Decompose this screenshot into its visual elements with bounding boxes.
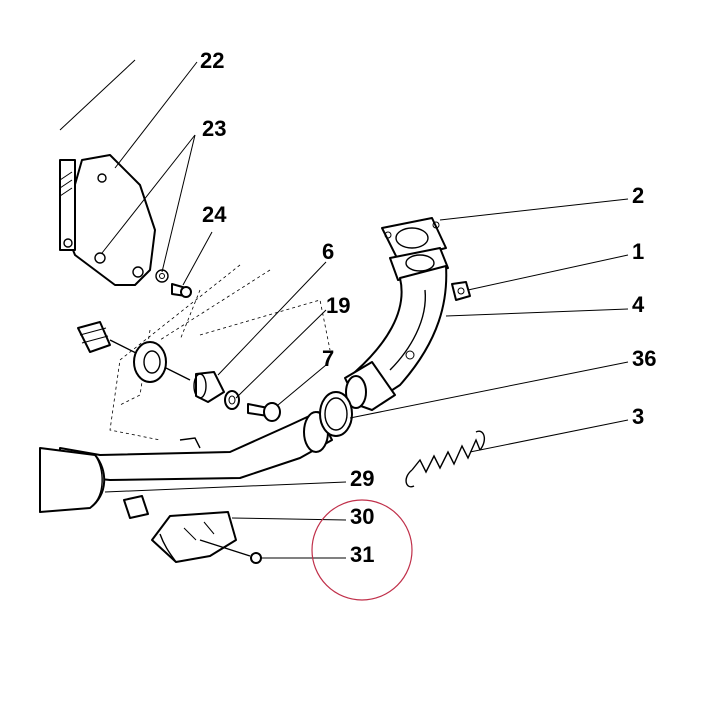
silencer-body <box>39 447 106 513</box>
label-29: 29 <box>350 466 374 491</box>
label-22: 22 <box>200 48 224 73</box>
part-labels: 22 23 24 2 1 6 19 4 7 36 3 29 30 31 <box>200 48 656 567</box>
label-2: 2 <box>632 183 644 208</box>
spring-3 <box>405 430 486 488</box>
spacer-6 <box>193 371 225 403</box>
label-23: 23 <box>202 116 226 141</box>
label-24: 24 <box>202 202 227 227</box>
washer-19 <box>224 390 240 410</box>
label-6: 6 <box>322 239 334 264</box>
clip-29 <box>123 495 149 519</box>
nut-1 <box>451 281 471 301</box>
mount-sleeve <box>133 341 167 383</box>
label-30: 30 <box>350 504 374 529</box>
bolt-7 <box>247 402 281 422</box>
screw-31 <box>199 539 262 564</box>
engine-outline-dashed <box>109 264 331 441</box>
leader-lines-right <box>104 198 629 559</box>
exhaust-manifold-pipe <box>354 265 448 399</box>
leader-offpage <box>59 59 136 131</box>
label-19: 19 <box>326 293 350 318</box>
manifold-outlet-sleeve <box>344 361 396 411</box>
highlight-circle <box>311 499 413 601</box>
label-1: 1 <box>632 239 644 264</box>
label-31: 31 <box>350 542 374 567</box>
label-7: 7 <box>322 346 334 371</box>
screw-24 <box>171 283 192 298</box>
label-4: 4 <box>632 292 645 317</box>
gasket-ring-36 <box>319 391 353 437</box>
bracket-left <box>59 159 76 251</box>
heat-shield <box>64 154 156 286</box>
leader-lines-left <box>101 61 213 286</box>
exhaust-flange <box>381 217 449 281</box>
clamp-30 <box>151 511 237 563</box>
label-36: 36 <box>632 346 656 371</box>
rubber-mount <box>77 321 191 381</box>
label-3: 3 <box>632 404 644 429</box>
